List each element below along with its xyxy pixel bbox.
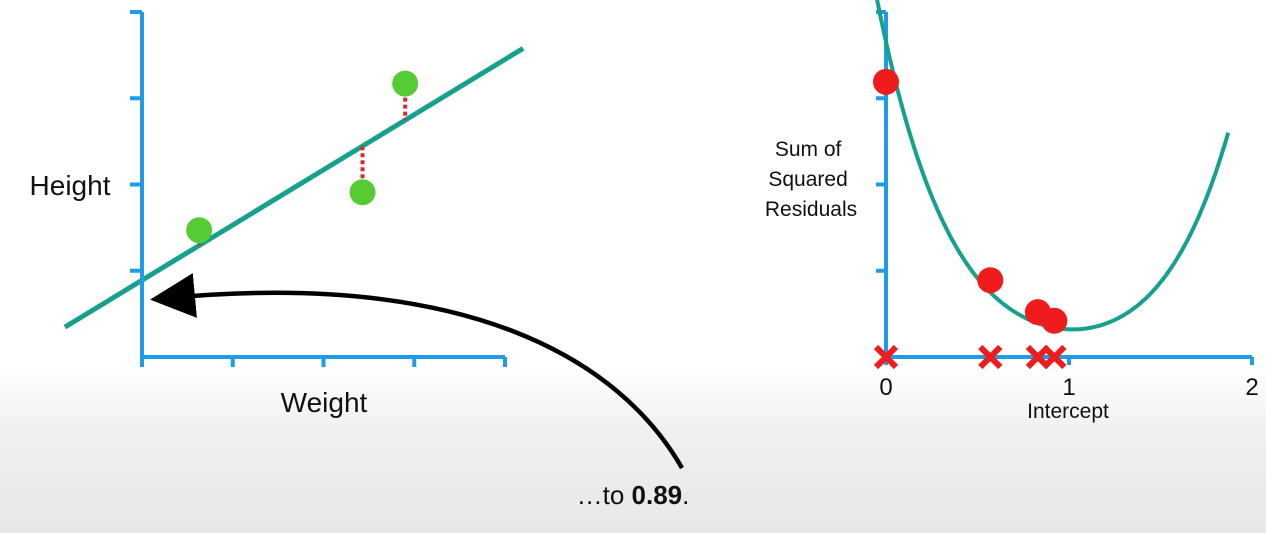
x-axis-label-intercept: Intercept [1027,400,1109,423]
ssr-curve [875,0,1231,332]
caption-suffix: . [682,480,690,510]
right-axes [876,10,1254,365]
x-marker-stroke [978,344,1003,370]
x-tick-label: 1 [1062,374,1075,401]
data-point [392,70,419,97]
x-marker [1042,344,1067,370]
ssr-point [873,68,899,95]
ssr-points-layer [873,68,1068,334]
x-marker-stroke [873,344,899,370]
x-tick-label: 2 [1245,374,1258,401]
residuals-layer [197,83,408,246]
ssr-point [1041,307,1068,334]
x-marker [873,344,899,370]
right-ssr-chart: 0 1 2 Intercept Sum of Squared Residuals [765,0,1259,423]
x-marker [978,344,1003,370]
x-tick-label: 0 [879,374,892,401]
ssr-point [977,267,1004,294]
fit-line-layer [63,46,525,330]
data-point [186,217,213,244]
data-points-layer [186,70,419,244]
left-scatter-chart: Height Weight [30,10,525,418]
data-point [349,179,376,206]
x-axis-label-weight: Weight [281,387,368,418]
intercept-markers-layer [873,344,1067,370]
x-marker-stroke [1042,344,1067,370]
caption-value: 0.89 [631,480,683,510]
y-axis-label-ssr: Sum of Squared Residuals [765,138,857,221]
fit-line [63,46,525,330]
caption: …to 0.89. [0,480,1266,511]
curved-arrow [150,273,684,470]
y-axis-label-height: Height [30,170,111,201]
left-axes [130,10,507,367]
x-tick-labels: 0 1 2 [879,374,1258,401]
caption-prefix: …to [576,480,632,510]
